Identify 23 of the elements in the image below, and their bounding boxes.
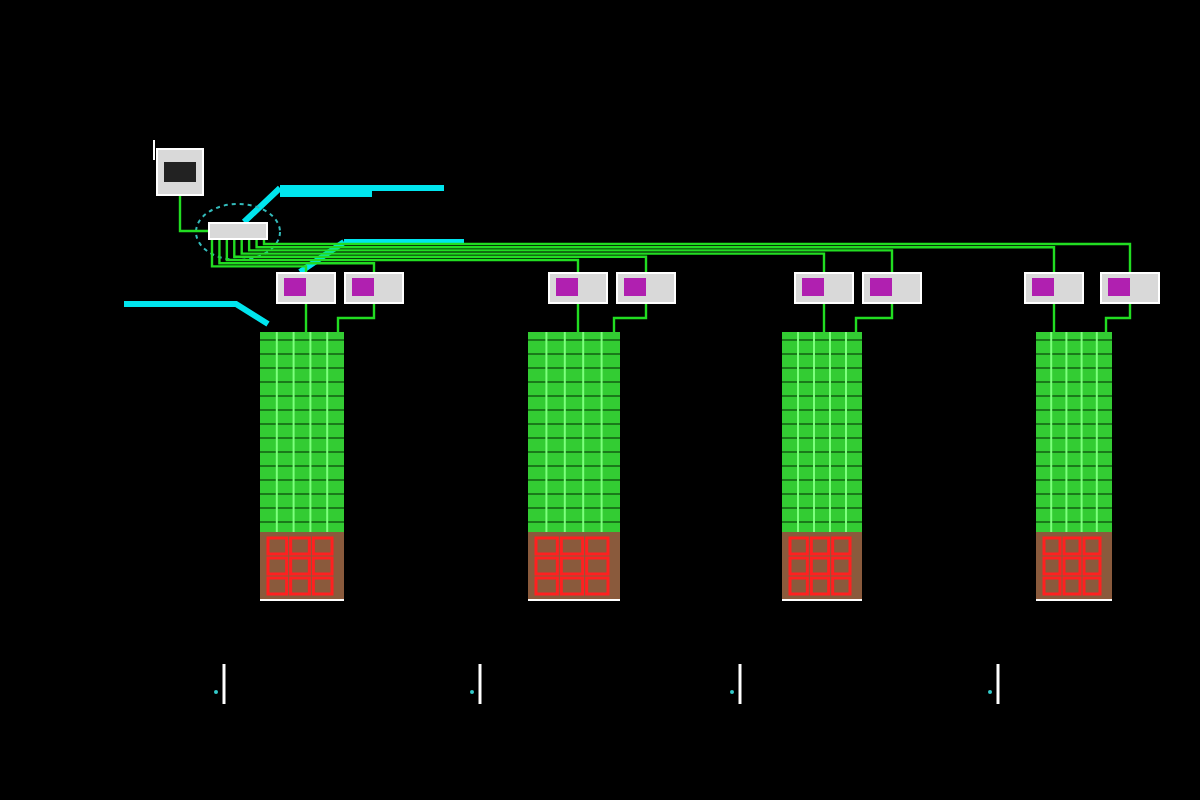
cable-line — [218, 240, 376, 272]
switch-box — [1024, 272, 1084, 304]
cable-line — [822, 304, 826, 332]
cable-line — [1104, 304, 1132, 332]
cable-line — [612, 304, 648, 332]
switch-box — [276, 272, 336, 304]
switch-box — [548, 272, 608, 304]
cable-line — [210, 240, 308, 272]
router-device — [208, 222, 268, 240]
switch-box — [1100, 272, 1160, 304]
cable-line — [178, 196, 208, 233]
cable-line — [304, 304, 308, 332]
cable-line — [225, 240, 580, 272]
controller-box — [156, 148, 204, 196]
cable-line — [1052, 304, 1056, 332]
cable-line — [336, 304, 376, 332]
switch-box — [794, 272, 854, 304]
cable-line — [233, 240, 648, 272]
cable-line — [854, 304, 894, 332]
switch-box — [862, 272, 922, 304]
cable-line — [576, 304, 580, 332]
switch-box — [616, 272, 676, 304]
switch-box — [344, 272, 404, 304]
